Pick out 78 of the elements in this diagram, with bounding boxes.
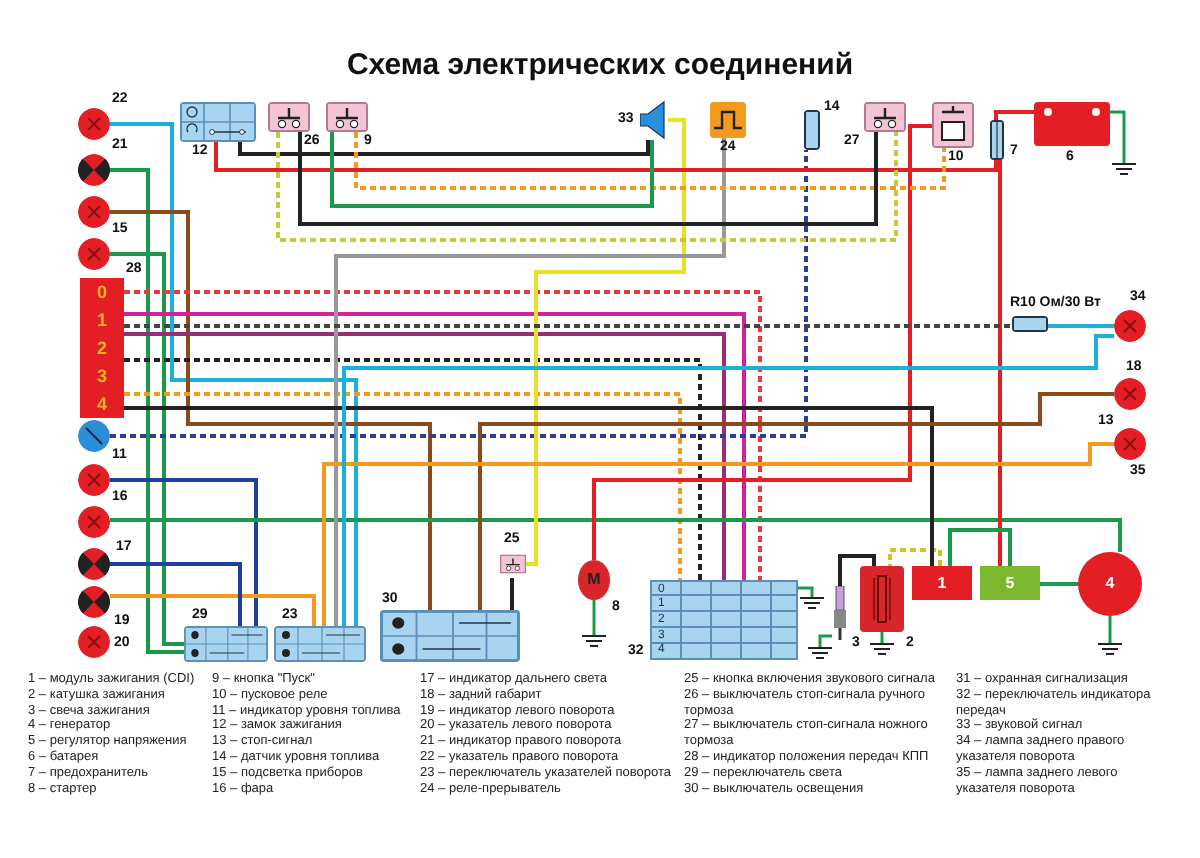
wire <box>298 132 878 226</box>
wire <box>124 392 682 580</box>
horn <box>640 100 668 140</box>
wire <box>110 210 432 610</box>
wire <box>592 124 932 560</box>
wire <box>110 168 184 654</box>
wire <box>354 132 946 190</box>
wire <box>110 252 184 646</box>
fuel-sensor <box>804 110 820 150</box>
ignition-switch-block <box>180 102 256 142</box>
wire <box>110 562 242 626</box>
indicator-lamp <box>1114 310 1146 342</box>
gear-selector-switch <box>650 580 798 660</box>
wire <box>342 334 1114 626</box>
wire <box>124 324 1012 328</box>
gear-indicator-panel <box>80 278 124 418</box>
wire <box>124 406 934 566</box>
wire <box>110 150 808 438</box>
wire <box>110 478 258 626</box>
wire <box>334 138 726 626</box>
switch-block <box>184 626 268 662</box>
indicator-lamp <box>78 196 110 228</box>
indicator-lamp <box>78 154 110 186</box>
battery <box>1034 102 1110 146</box>
indicator-lamp <box>78 586 110 618</box>
indicator-lamp <box>78 108 110 140</box>
relay <box>932 102 974 148</box>
spark-plug <box>832 586 848 642</box>
wire <box>888 548 942 566</box>
indicator-lamp <box>78 548 110 580</box>
indicator-lamp <box>78 420 110 452</box>
switch-block <box>380 610 520 662</box>
wire <box>838 554 876 586</box>
indicator-lamp <box>78 238 110 270</box>
wire <box>478 392 1114 610</box>
starter-motor <box>578 560 610 600</box>
indicator-lamp <box>78 506 110 538</box>
wire <box>330 132 654 208</box>
node-label: 4 <box>1105 576 1115 592</box>
diagram-title: Схема электрических соединений <box>346 48 854 82</box>
resistor <box>1012 316 1048 332</box>
ignition-coil <box>860 566 904 632</box>
node-label: M <box>587 572 601 588</box>
wire <box>1040 582 1078 586</box>
wire <box>1048 324 1114 328</box>
switch-block <box>274 626 366 662</box>
wire <box>238 140 650 156</box>
node-label: 2 <box>96 339 107 357</box>
node-label: 3 <box>96 367 107 385</box>
push-button-switch <box>268 102 310 132</box>
wire <box>110 594 316 626</box>
node-label: 4 <box>96 395 107 413</box>
fuse <box>990 120 1004 160</box>
wire <box>994 110 1034 120</box>
wire <box>948 528 1012 566</box>
push-button-switch <box>500 550 526 578</box>
module-box <box>980 566 1040 600</box>
wire <box>214 142 998 172</box>
node-label: 5 <box>1005 575 1015 591</box>
push-button-switch <box>326 102 368 132</box>
generator <box>1078 552 1142 616</box>
push-button-switch <box>864 102 906 132</box>
module-box <box>912 566 972 600</box>
flasher-relay <box>710 102 746 138</box>
wire <box>110 518 1122 552</box>
indicator-lamp <box>1114 378 1146 410</box>
wire <box>998 160 1002 566</box>
indicator-lamp <box>1114 428 1146 460</box>
node-label: 1 <box>937 575 947 591</box>
wire <box>110 122 358 626</box>
node-label: 1 <box>96 311 107 329</box>
wire <box>510 578 514 610</box>
indicator-lamp <box>78 626 110 658</box>
indicator-lamp <box>78 464 110 496</box>
node-label: 0 <box>96 283 107 301</box>
wire <box>322 442 1114 626</box>
wire <box>526 118 686 566</box>
wire <box>276 132 898 242</box>
